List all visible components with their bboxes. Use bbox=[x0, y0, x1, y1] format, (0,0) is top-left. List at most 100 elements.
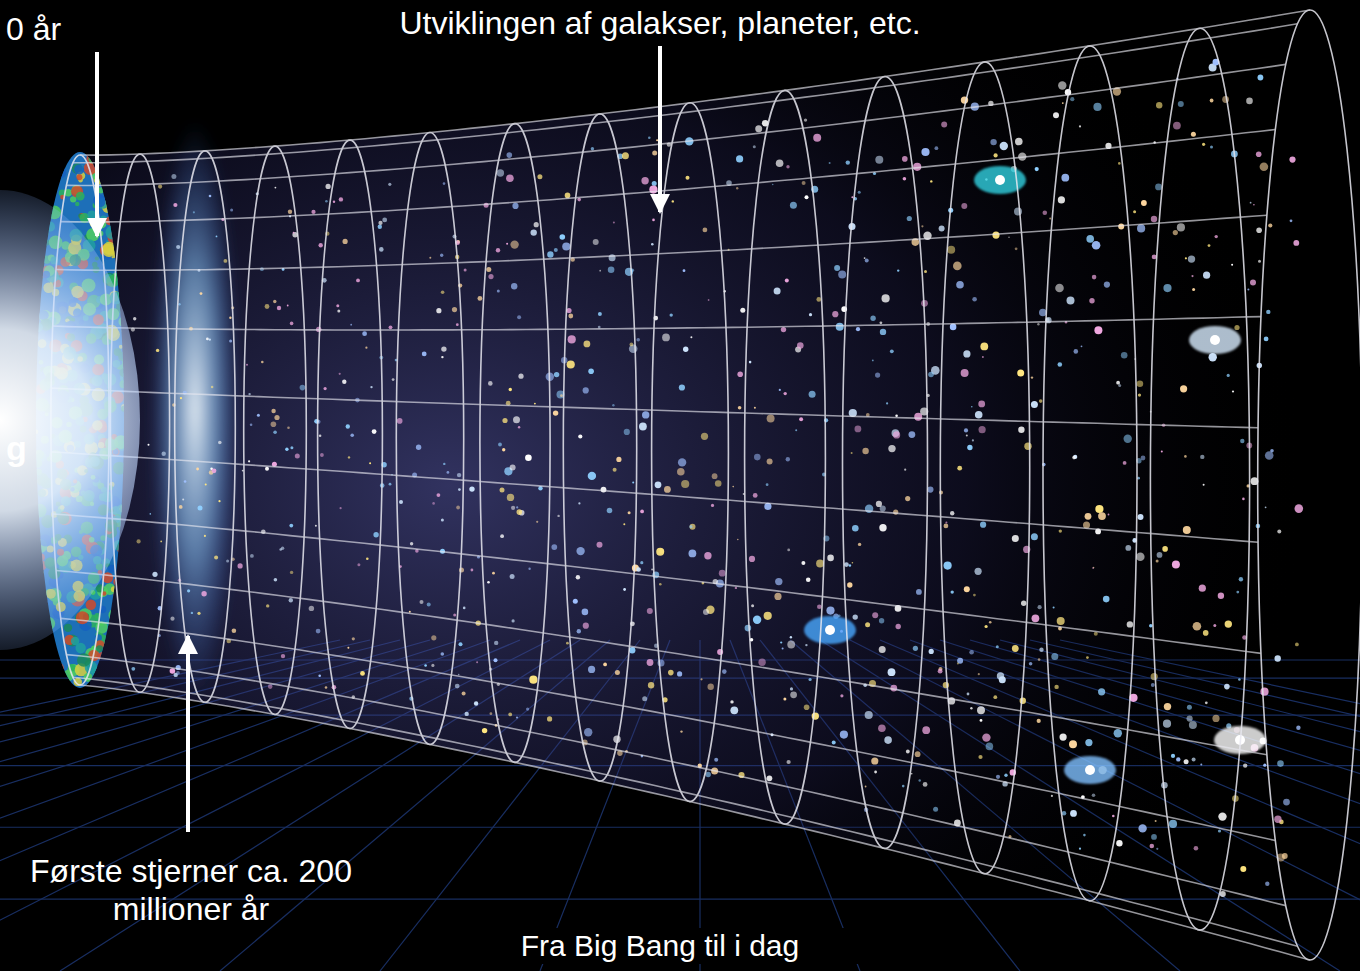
galaxy-dot bbox=[719, 570, 726, 577]
galaxy-dot bbox=[689, 550, 697, 558]
galaxy-dot bbox=[613, 468, 617, 472]
galaxy-dot bbox=[1191, 275, 1193, 277]
galaxy-dot bbox=[250, 554, 254, 558]
galaxy-dot bbox=[1275, 655, 1281, 661]
galaxy-dot bbox=[1296, 726, 1300, 730]
galaxy-dot bbox=[623, 588, 626, 591]
galaxy-dot bbox=[528, 568, 530, 570]
galaxy-dot bbox=[420, 600, 424, 604]
galaxy-dot bbox=[510, 574, 515, 579]
galaxy-dot bbox=[982, 733, 990, 741]
galaxy-dot bbox=[686, 176, 690, 180]
grid-line bbox=[53, 317, 1261, 330]
galaxy-dot bbox=[832, 741, 836, 745]
leader-arrow bbox=[658, 46, 662, 212]
galaxy-dot bbox=[1192, 758, 1196, 762]
galaxy-dot bbox=[494, 658, 498, 662]
galaxy-dot bbox=[624, 429, 630, 435]
galaxy-dot bbox=[1225, 620, 1232, 627]
galaxy-dot bbox=[753, 145, 756, 148]
galaxy-dot bbox=[497, 289, 500, 292]
galaxy-dot bbox=[230, 209, 233, 212]
galaxy-dot bbox=[516, 506, 518, 508]
cmb-spot bbox=[53, 664, 58, 669]
galaxy-dot bbox=[1118, 162, 1121, 165]
galaxy-dot bbox=[490, 712, 493, 715]
leader-arrow bbox=[186, 636, 190, 832]
galaxy-dot bbox=[288, 210, 292, 214]
galaxy-dot bbox=[131, 667, 135, 671]
galaxy-dot bbox=[1172, 560, 1180, 568]
galaxy-dot bbox=[973, 594, 976, 597]
galaxy-dot bbox=[1038, 658, 1041, 661]
galaxy-dot bbox=[642, 696, 647, 701]
cmb-spot bbox=[45, 176, 49, 180]
galaxy-dot bbox=[909, 431, 916, 438]
galaxy-dot bbox=[1200, 764, 1202, 766]
cmb-spot bbox=[117, 577, 128, 588]
cmb-spot bbox=[54, 156, 59, 161]
galaxy-dot bbox=[176, 671, 180, 675]
galaxy-dot bbox=[458, 488, 461, 491]
galaxy-dot bbox=[878, 725, 886, 733]
cmb-spot bbox=[46, 668, 51, 673]
grid-ring bbox=[940, 62, 1029, 874]
cmb-spot bbox=[42, 640, 53, 651]
galaxy-dot bbox=[356, 279, 360, 283]
grid-line bbox=[67, 64, 1286, 185]
galaxy-dot bbox=[1000, 142, 1008, 150]
galaxy-dot bbox=[432, 502, 435, 505]
cmb-spot bbox=[76, 192, 85, 201]
galaxy-dot bbox=[257, 414, 260, 417]
galaxy-dot bbox=[422, 352, 427, 357]
galaxy-dot bbox=[875, 156, 883, 164]
galaxy-dot bbox=[488, 381, 493, 386]
galaxy-dot bbox=[1270, 449, 1274, 453]
galaxy-dot bbox=[339, 373, 341, 375]
cmb-spot bbox=[121, 256, 128, 263]
galaxy-dot bbox=[1074, 349, 1079, 354]
grid-line bbox=[51, 452, 1258, 542]
galaxy-dot bbox=[608, 266, 615, 273]
galaxy-dot bbox=[1258, 75, 1264, 81]
galaxy-dot bbox=[1156, 560, 1159, 563]
galaxy-dot bbox=[184, 480, 187, 483]
galaxy-dot bbox=[315, 525, 317, 527]
galaxy-dot bbox=[802, 181, 806, 185]
caption: Fra Big Bang til i dag bbox=[420, 928, 900, 964]
galaxy-dot bbox=[928, 372, 934, 378]
galaxy-dot bbox=[246, 364, 248, 366]
galaxy-dot bbox=[593, 239, 599, 245]
galaxy-dot bbox=[1004, 774, 1007, 777]
galaxy-dot bbox=[507, 152, 513, 158]
galaxy-dot bbox=[1032, 614, 1040, 622]
galaxy-dot bbox=[704, 552, 711, 559]
galaxy-dot bbox=[1116, 840, 1122, 846]
galaxy-dot bbox=[289, 598, 293, 602]
galaxy-dot bbox=[1203, 484, 1205, 486]
galaxy-dot bbox=[797, 342, 804, 349]
cmb-spot bbox=[119, 279, 132, 292]
galaxy-dot bbox=[598, 326, 601, 329]
galaxy-dot bbox=[512, 203, 518, 209]
galaxy-dot bbox=[1092, 275, 1097, 280]
galaxy-dot bbox=[494, 641, 498, 645]
galaxy-dot bbox=[1256, 151, 1262, 157]
galaxy-dot bbox=[534, 222, 539, 227]
cmb-spot bbox=[96, 645, 103, 652]
galaxy-dot bbox=[964, 586, 970, 592]
grid-line bbox=[61, 618, 1276, 840]
galaxy-dot bbox=[779, 389, 781, 391]
galaxy-dot bbox=[1093, 103, 1101, 111]
galaxy-dot bbox=[362, 331, 367, 336]
galaxy-dot bbox=[1035, 167, 1039, 171]
galaxy-dot bbox=[1058, 81, 1066, 89]
galaxy-dot bbox=[1067, 296, 1075, 304]
galaxy-dot bbox=[1295, 504, 1304, 513]
galaxy-dot bbox=[1098, 512, 1106, 520]
galaxy-dot bbox=[1187, 716, 1193, 722]
galaxy-dot bbox=[980, 719, 983, 722]
cmb-spot bbox=[113, 149, 127, 163]
